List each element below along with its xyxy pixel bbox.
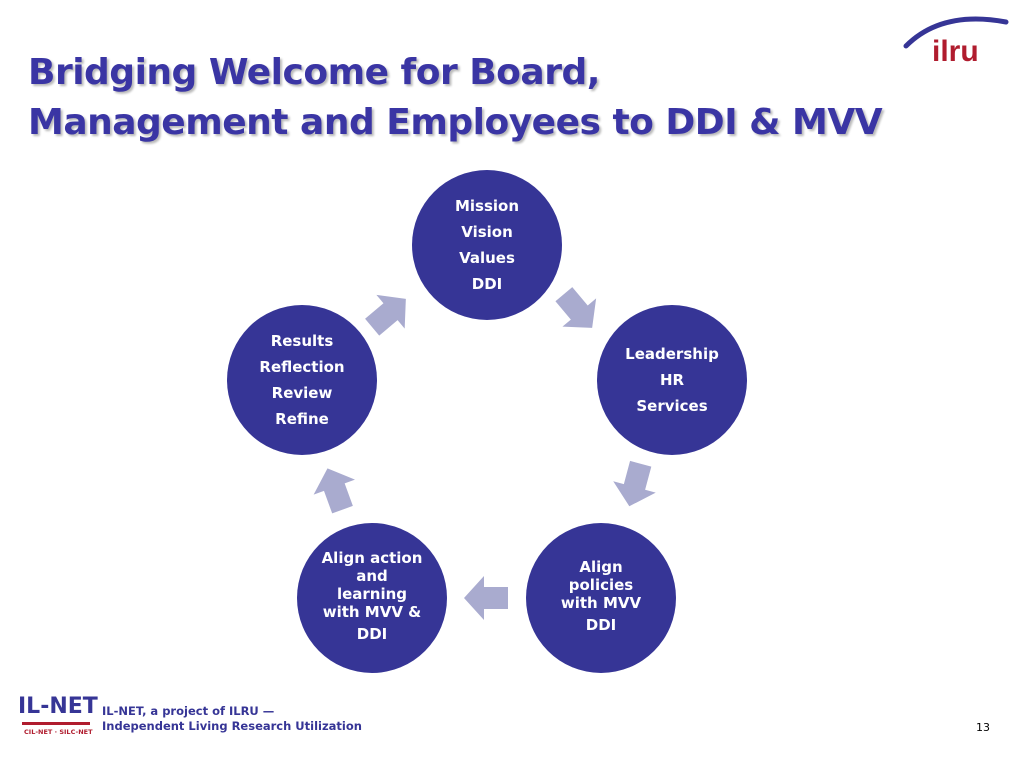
node-line: Review [271,384,333,402]
footer-tagline-line-2: Independent Living Research Utilization [102,719,362,733]
node-line: with MVV [560,594,642,612]
slide-title-line-2: Management and Employees to DDI & MVV [28,102,883,143]
logo-swoosh [903,16,1009,49]
node-results-reflection: Results Reflection Review Refine [227,305,377,455]
slide-title-line-1: Bridging Welcome for Board, [28,52,600,93]
node-line: Refine [275,410,329,428]
node-line: policies [568,576,634,594]
node-line: Services [636,397,708,415]
node-line: with MVV & [322,603,422,621]
footer-tagline: IL-NET, a project of ILRU — Independent … [102,704,362,734]
ilnet-logo-bar [22,722,90,725]
node-align-action-learning: Align action and learning with MVV & DDI [297,523,447,673]
node-line: Values [459,249,515,267]
footer-tagline-line-1: IL-NET, a project of ILRU — [102,704,275,718]
node-align-policies: Align policies with MVV DDI [526,523,676,673]
logo-wordmark: ilru [932,35,979,68]
ilnet-logo-text: IL-NET [18,694,98,719]
node-line: and [356,567,388,585]
arrow-bottom-right-to-bottom-left [464,576,508,620]
node-line: DDI [585,616,617,634]
arrow-right-to-bottom-right [613,460,656,507]
node-leadership-hr-services: Leadership HR Services [597,305,747,455]
node-line: DDI [471,275,503,293]
ilnet-logo-subtext: CIL-NET · SILC-NET [24,728,93,736]
node-line: Results [270,332,334,350]
node-line: Align action [321,549,423,567]
node-line: Leadership [625,345,719,363]
arrow-left-to-top [365,294,406,336]
arrow-top-to-right [555,287,597,328]
node-mission-vision-values: Mission Vision Values DDI [412,170,562,320]
node-line: Reflection [259,358,345,376]
node-line: HR [659,371,685,389]
slide-title: Bridging Welcome for Board, Management a… [28,48,928,148]
node-line: Mission [454,197,520,215]
node-line: learning [336,585,408,603]
page-number: 13 [976,721,990,734]
arrow-bottom-left-to-left [313,468,355,514]
node-line: Vision [461,223,513,241]
node-line: DDI [356,625,388,643]
node-line: Align [579,558,623,576]
ilru-logo: ilru [903,16,1009,68]
